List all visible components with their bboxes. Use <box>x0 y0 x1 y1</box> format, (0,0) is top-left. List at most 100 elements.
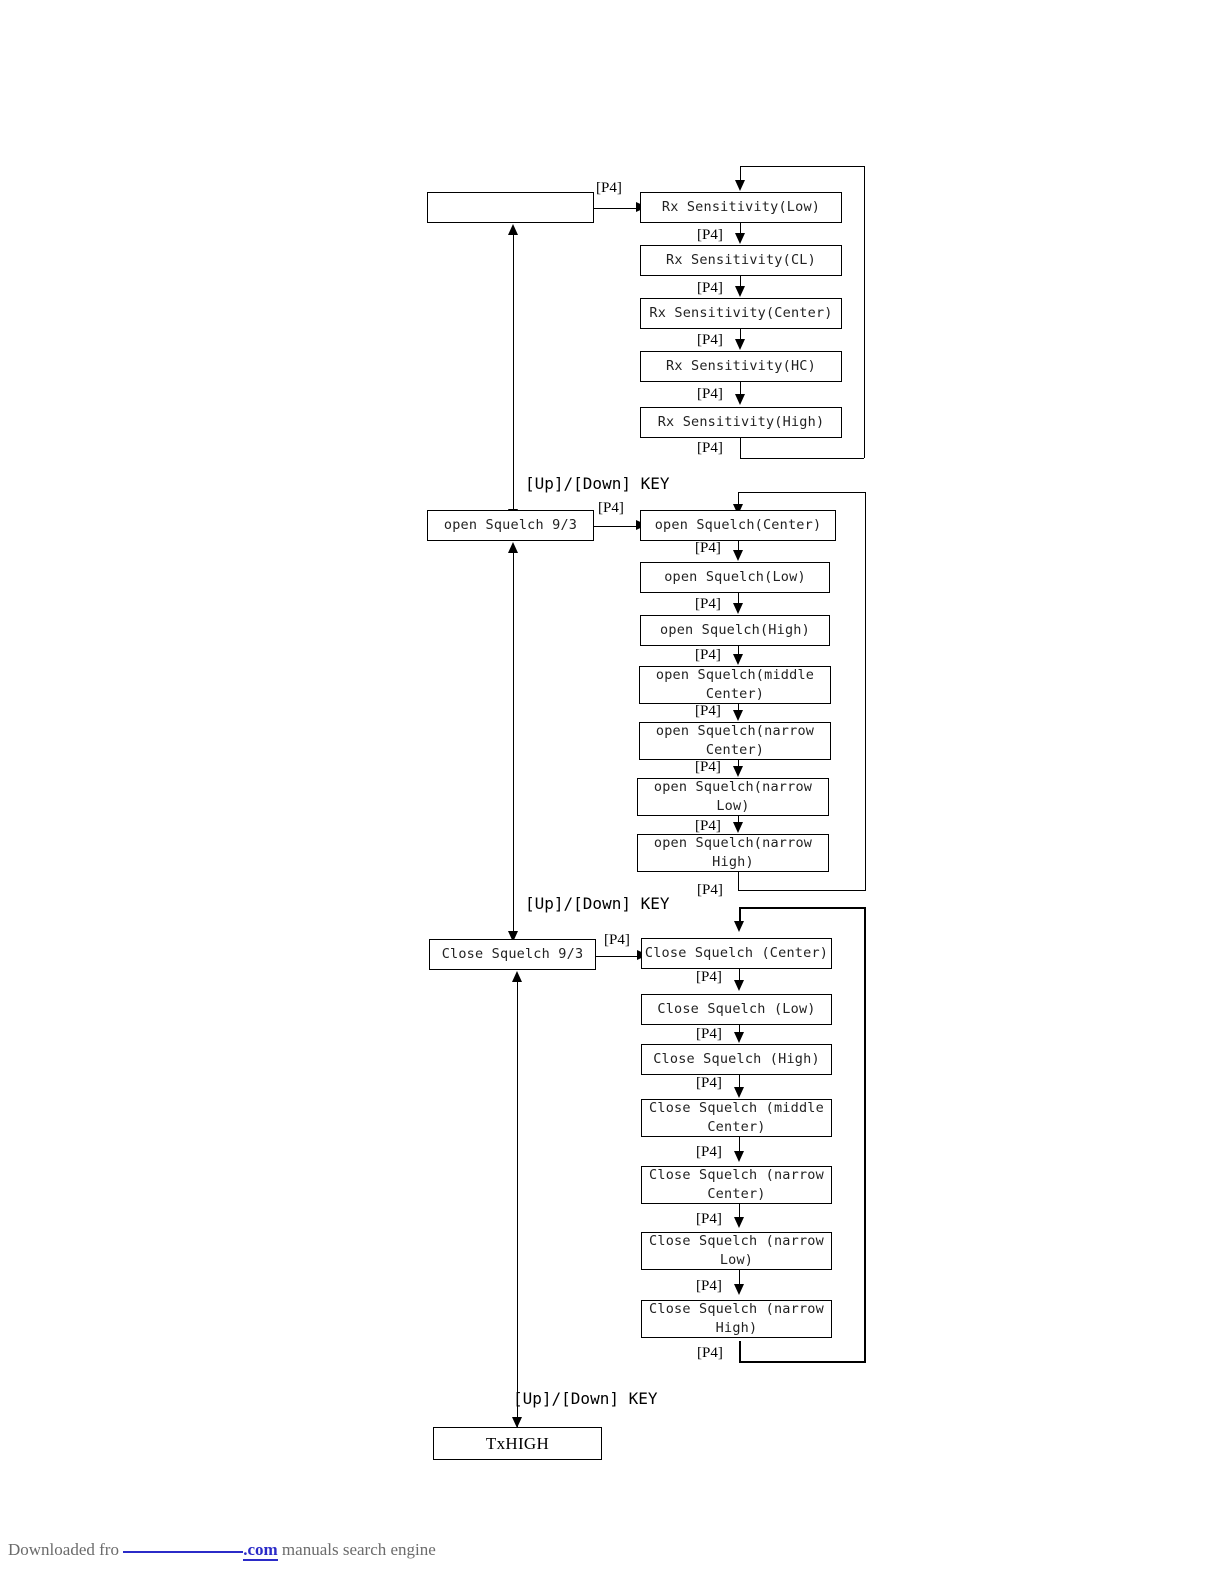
transition-3-line <box>517 975 518 1428</box>
loop-close-bottom <box>739 1361 866 1363</box>
loop-rx-return-stub <box>740 166 741 182</box>
connector-open-step-4 <box>738 704 739 712</box>
edge-label-open-loop-p4: [P4] <box>697 882 723 898</box>
connector-rx-step-4 <box>740 382 741 397</box>
node-close-squelch-narrow-low[interactable]: Close Squelch (narrow Low) <box>641 1232 832 1270</box>
loop-close-arrowhead <box>734 921 744 932</box>
connector-close-step-2-arrowhead <box>734 1032 744 1043</box>
loop-open-bottom <box>738 889 866 891</box>
connector-open-step-2-arrowhead <box>733 603 743 614</box>
connector-rx-step-3 <box>740 329 741 341</box>
connector-open-step-5 <box>738 760 739 768</box>
edge-label-open-step-4: [P4] <box>695 703 721 719</box>
node-close-squelch-center[interactable]: Close Squelch (Center) <box>641 938 832 969</box>
connector-close-step-6-arrowhead <box>734 1284 744 1295</box>
connector-rx-step-1 <box>740 223 741 235</box>
edge-label-close-entry-p4: [P4] <box>604 932 630 948</box>
node-open-squelch-high[interactable]: open Squelch(High) <box>640 615 830 646</box>
loop-rx-arrowhead <box>735 180 745 191</box>
transition-2-arrow-down <box>507 931 518 942</box>
transition-3-arrow-down <box>511 1417 522 1428</box>
loop-rx-right <box>864 166 865 458</box>
connector-open-step-5-arrowhead <box>733 766 743 777</box>
edge-label-close-step-2: [P4] <box>696 1026 722 1042</box>
connector-open-step-6-arrowhead <box>733 822 743 833</box>
node-close-squelch-high[interactable]: Close Squelch (High) <box>641 1044 832 1075</box>
connector-rx-step-2 <box>740 276 741 288</box>
edge-label-rx-step-3: [P4] <box>697 332 723 348</box>
loop-open-arrowhead <box>733 504 743 515</box>
node-rx-sensitivity-hc[interactable]: Rx Sensitivity(HC) <box>640 351 842 382</box>
edge-label-open-step-3: [P4] <box>695 647 721 663</box>
connector-close-step-4-arrowhead <box>734 1151 744 1162</box>
connector-open-step-3 <box>738 646 739 656</box>
edge-label-close-step-1: [P4] <box>696 969 722 985</box>
group-close-squelch-left-box[interactable]: Close Squelch 9/3 <box>429 939 596 970</box>
node-txhigh[interactable]: TxHIGH <box>433 1427 602 1460</box>
node-rx-sensitivity-center[interactable]: Rx Sensitivity(Center) <box>640 298 842 329</box>
edge-label-close-step-6: [P4] <box>696 1278 722 1294</box>
node-rx-sensitivity-cl[interactable]: Rx Sensitivity(CL) <box>640 245 842 276</box>
node-open-squelch-low[interactable]: open Squelch(Low) <box>640 562 830 593</box>
node-open-squelch-center[interactable]: open Squelch(Center) <box>640 510 836 541</box>
connector-rx-step-2-arrowhead <box>735 286 745 297</box>
edge-label-close-step-4: [P4] <box>696 1144 722 1160</box>
loop-close-down-stub <box>739 1341 741 1363</box>
footer-domain-suffix[interactable]: .com <box>243 1540 278 1561</box>
node-close-squelch-narrow-center[interactable]: Close Squelch (narrow Center) <box>641 1166 832 1204</box>
transition-3-arrow-up <box>511 971 522 982</box>
edge-label-open-step-6: [P4] <box>695 818 721 834</box>
group-rx-sensitivity-left-box[interactable] <box>427 192 594 223</box>
edge-label-close-step-3: [P4] <box>696 1075 722 1091</box>
edge-label-rx-entry-p4: [P4] <box>596 180 622 196</box>
footer-prefix: Downloaded fro <box>8 1540 119 1559</box>
node-open-squelch-narrow-center[interactable]: open Squelch(narrow Center) <box>639 722 831 760</box>
connector-close-step-1-arrowhead <box>734 980 744 991</box>
connector-open-step-1 <box>738 541 739 552</box>
node-rx-sensitivity-high[interactable]: Rx Sensitivity(High) <box>640 407 842 438</box>
edge-label-rx-loop-p4: [P4] <box>697 440 723 456</box>
connector-close-step-1 <box>739 969 740 981</box>
connector-close-step-3 <box>739 1075 740 1088</box>
footer-suffix: manuals search engine <box>281 1540 436 1559</box>
edge-label-open-step-1: [P4] <box>695 540 721 556</box>
node-open-squelch-middle-center[interactable]: open Squelch(middle Center) <box>639 666 831 704</box>
loop-close-return-stub <box>739 907 741 922</box>
footer-redacted-domain <box>123 1551 244 1553</box>
group-open-squelch-left-box[interactable]: open Squelch 9/3 <box>427 510 594 541</box>
loop-rx-bottom <box>740 457 864 459</box>
loop-close-right <box>864 907 866 1363</box>
edge-label-open-step-2: [P4] <box>695 596 721 612</box>
node-close-squelch-middle-center[interactable]: Close Squelch (middle Center) <box>641 1099 832 1137</box>
transition-2-arrow-up <box>507 542 518 553</box>
connector-close-step-5-arrowhead <box>734 1217 744 1228</box>
connector-rx-step-4-arrowhead <box>735 394 745 405</box>
transition-1-label: [Up]/[Down] KEY <box>525 474 670 493</box>
node-open-squelch-narrow-low[interactable]: open Squelch(narrow Low) <box>637 778 829 816</box>
connector-open-step-2 <box>738 593 739 604</box>
edge-label-rx-step-4: [P4] <box>697 386 723 402</box>
edge-label-rx-step-2: [P4] <box>697 280 723 296</box>
loop-open-right <box>865 492 866 890</box>
transition-2-line <box>513 546 514 942</box>
node-close-squelch-low[interactable]: Close Squelch (Low) <box>641 994 832 1025</box>
footer-watermark: Downloaded fro .com manuals search engin… <box>8 1540 436 1561</box>
connector-open-step-6 <box>738 816 739 824</box>
loop-rx-down-stub <box>740 437 741 458</box>
edge-label-close-loop-p4: [P4] <box>697 1345 723 1361</box>
connector-close-step-4 <box>739 1137 740 1153</box>
node-close-squelch-narrow-high[interactable]: Close Squelch (narrow High) <box>641 1300 832 1338</box>
connector-open-entry-horizontal <box>594 525 640 527</box>
loop-open-down-stub <box>738 866 739 890</box>
connector-close-step-6 <box>739 1270 740 1286</box>
node-rx-sensitivity-low[interactable]: Rx Sensitivity(Low) <box>640 192 842 223</box>
transition-1-arrow-up <box>507 224 518 235</box>
edge-label-rx-step-1: [P4] <box>697 227 723 243</box>
transition-3-label: [Up]/[Down] KEY <box>513 1389 658 1408</box>
connector-open-step-1-arrowhead <box>733 550 743 561</box>
transition-2-label: [Up]/[Down] KEY <box>525 894 670 913</box>
node-open-squelch-narrow-high[interactable]: open Squelch(narrow High) <box>637 834 829 872</box>
connector-close-step-5 <box>739 1204 740 1218</box>
connector-open-step-4-arrowhead <box>733 710 743 721</box>
